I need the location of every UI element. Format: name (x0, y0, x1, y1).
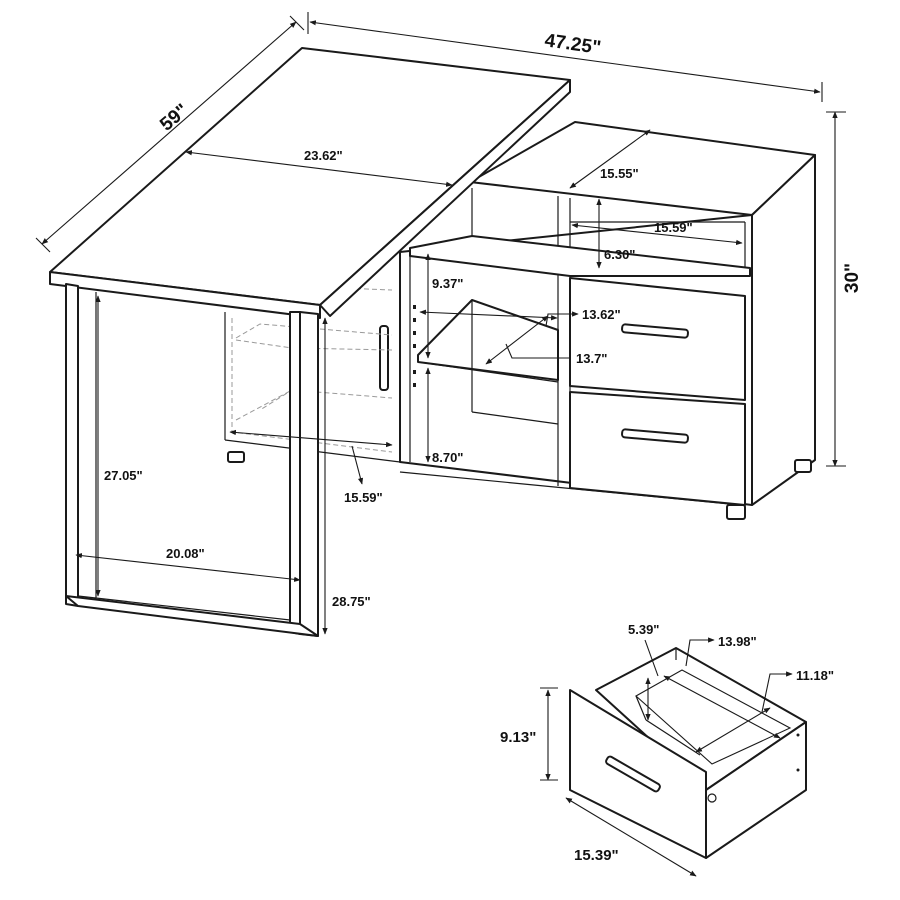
label-leg-span: 20.08" (166, 546, 205, 561)
label-leg-height: 27.05" (104, 468, 143, 483)
label-drawer-width: 15.39" (574, 847, 619, 864)
label-shelf-depth: 13.7" (576, 351, 607, 366)
drawer-detail-handle (605, 755, 661, 793)
label-top-inner-width: 23.62" (304, 148, 343, 163)
upper-drawer (569, 277, 746, 401)
label-drawer-height: 9.13" (500, 729, 536, 746)
label-overall-width: 47.25" (543, 30, 602, 59)
drawer-detail (569, 647, 807, 859)
label-drawer-inner-width: 11.18" (796, 668, 834, 683)
dimension-lines (35, 12, 846, 635)
label-open-shelf-depth: 15.55" (600, 166, 639, 181)
lower-drawer-handle (621, 428, 689, 444)
label-shelf-height-upper: 9.37" (432, 276, 463, 291)
label-knee-height: 28.75" (332, 594, 371, 609)
label-top-shelf-height: 6.30" (604, 247, 635, 262)
label-shelf-width: 13.62" (582, 307, 621, 322)
label-shelf-height-lower: 8.70" (432, 450, 463, 465)
drawer-dimension-lines (540, 637, 793, 877)
door-handle (379, 325, 389, 391)
dimension-labels: 59" 47.25" 30" 23.62" 15.55" 15.59" 6.30… (104, 30, 863, 864)
leg-frame (65, 283, 319, 637)
label-drawer-inner-depth: 13.98" (718, 634, 757, 649)
label-desk-depth: 59" (156, 100, 193, 135)
upper-drawer-handle (621, 323, 689, 339)
label-drawer-inner-height: 5.39" (628, 622, 659, 637)
label-cabinet-width: 15.59" (344, 490, 383, 505)
label-overall-height: 30" (842, 263, 863, 293)
lower-drawer (569, 391, 746, 506)
label-top-shelf-width: 15.59" (654, 220, 693, 235)
